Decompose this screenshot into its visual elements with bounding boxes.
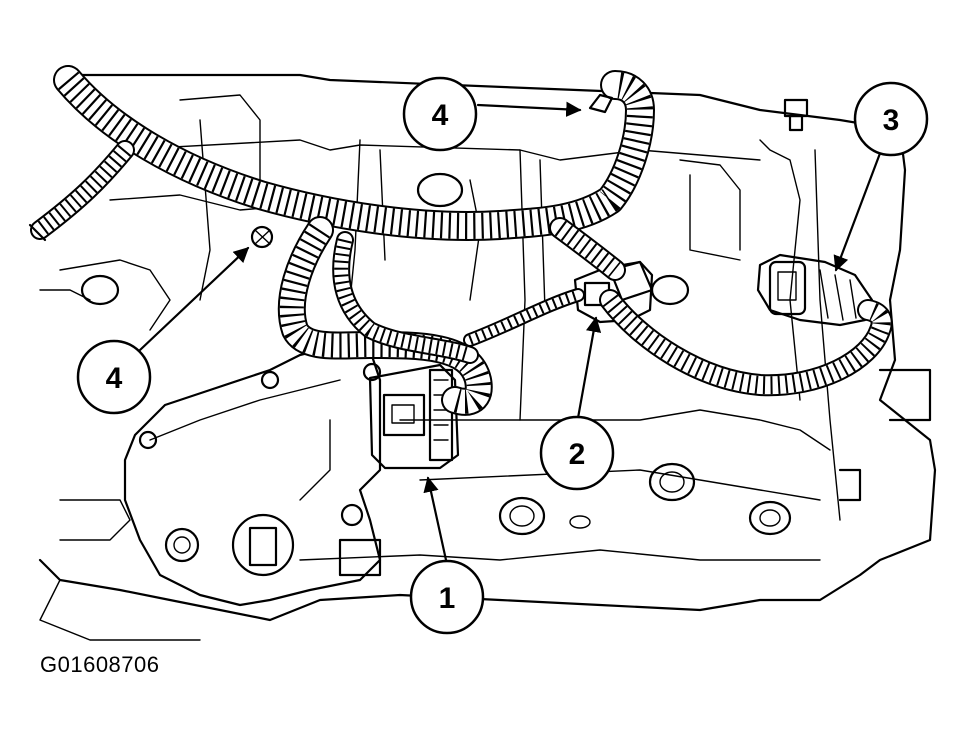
callout-4-left-label: 4 — [106, 362, 123, 395]
callout-1: 1 — [409, 559, 485, 635]
callout-4-left: 4 — [76, 339, 152, 415]
callout-3-label: 3 — [883, 104, 900, 137]
leader-2 — [576, 316, 602, 420]
callout-1-label: 1 — [439, 582, 456, 615]
connector-3 — [756, 253, 874, 327]
leader-4-left — [138, 246, 250, 352]
transmission-case — [38, 73, 937, 641]
leader-4-top — [476, 101, 582, 118]
connector-1 — [368, 363, 460, 470]
callout-2-label: 2 — [569, 438, 586, 471]
range-sensor — [123, 343, 382, 607]
leader-1 — [423, 476, 448, 562]
figure-id: G01608706 — [40, 652, 160, 677]
leader-3 — [833, 146, 884, 272]
callout-2: 2 — [539, 415, 615, 491]
callout-3: 3 — [853, 81, 929, 157]
leader-lines — [138, 101, 884, 562]
callout-4-top-label: 4 — [432, 99, 449, 132]
callout-4-top: 4 — [402, 76, 478, 152]
wiring-harness — [28, 65, 893, 416]
